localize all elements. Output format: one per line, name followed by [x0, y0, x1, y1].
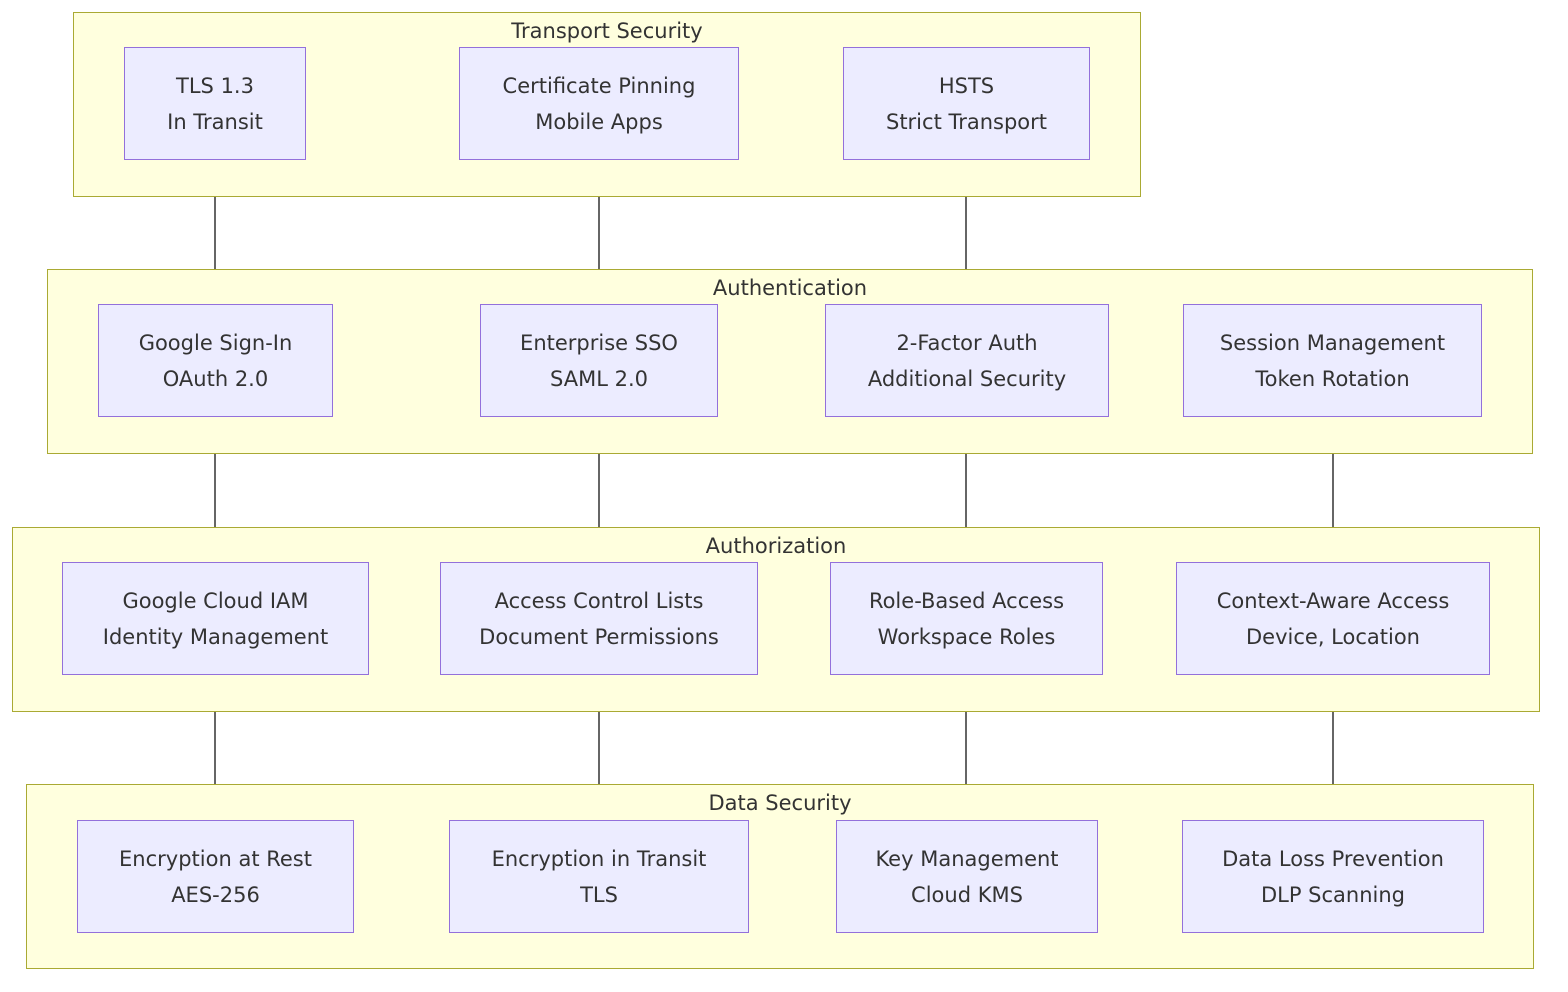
node-access-control-lists: Access Control Lists Document Permission…	[440, 562, 758, 675]
node-google-sign-in-line1: Google Sign-In	[138, 330, 293, 355]
node-context-aware-access-line1: Context-Aware Access	[1216, 588, 1450, 613]
group-title-data-security: Data Security	[708, 791, 852, 815]
node-role-based-access-line1: Role-Based Access	[868, 588, 1065, 613]
node-hsts-line2: Strict Transport	[885, 109, 1048, 134]
node-encryption-at-rest-line2: AES-256	[171, 882, 260, 907]
node-data-loss-prevention: Data Loss Prevention DLP Scanning	[1182, 820, 1484, 933]
node-data-loss-prevention-line2: DLP Scanning	[1260, 882, 1406, 907]
node-session-management-line1: Session Management	[1219, 330, 1446, 355]
node-encryption-at-rest-line1: Encryption at Rest	[119, 846, 312, 871]
node-context-aware-access-line2: Device, Location	[1246, 624, 1420, 649]
node-2-factor-auth-line1: 2-Factor Auth	[896, 330, 1038, 355]
node-role-based-access: Role-Based Access Workspace Roles	[830, 562, 1103, 675]
group-title-authentication: Authentication	[712, 276, 868, 300]
node-google-cloud-iam: Google Cloud IAM Identity Management	[62, 562, 369, 675]
node-2-factor-auth-line2: Additional Security	[867, 366, 1067, 391]
node-context-aware-access: Context-Aware Access Device, Location	[1176, 562, 1490, 675]
node-google-sign-in: Google Sign-In OAuth 2.0	[98, 304, 333, 417]
node-google-cloud-iam-line2: Identity Management	[102, 624, 329, 649]
node-data-loss-prevention-line1: Data Loss Prevention	[1222, 846, 1444, 871]
node-key-management: Key Management Cloud KMS	[836, 820, 1098, 933]
node-hsts: HSTS Strict Transport	[843, 47, 1090, 160]
node-google-sign-in-line2: OAuth 2.0	[162, 366, 269, 391]
node-enterprise-sso-line1: Enterprise SSO	[520, 330, 678, 355]
node-certificate-pinning-line1: Certificate Pinning	[502, 73, 696, 98]
group-title-transport: Transport Security	[511, 19, 703, 43]
node-encryption-in-transit: Encryption in Transit TLS	[449, 820, 749, 933]
node-key-management-line2: Cloud KMS	[911, 882, 1023, 907]
node-encryption-in-transit-line2: TLS	[580, 882, 618, 907]
node-role-based-access-line2: Workspace Roles	[877, 624, 1056, 649]
node-tls-1-3-line1: TLS 1.3	[176, 73, 254, 98]
node-2-factor-auth: 2-Factor Auth Additional Security	[825, 304, 1109, 417]
node-google-cloud-iam-line1: Google Cloud IAM	[122, 588, 309, 613]
node-enterprise-sso: Enterprise SSO SAML 2.0	[480, 304, 718, 417]
node-hsts-line1: HSTS	[938, 73, 995, 98]
node-encryption-in-transit-line1: Encryption in Transit	[491, 846, 707, 871]
node-key-management-line1: Key Management	[875, 846, 1059, 871]
node-tls-1-3-line2: In Transit	[167, 109, 263, 134]
node-certificate-pinning: Certificate Pinning Mobile Apps	[459, 47, 739, 160]
node-encryption-at-rest: Encryption at Rest AES-256	[77, 820, 354, 933]
node-session-management-line2: Token Rotation	[1255, 366, 1410, 391]
node-enterprise-sso-line2: SAML 2.0	[550, 366, 648, 391]
node-certificate-pinning-line2: Mobile Apps	[535, 109, 663, 134]
node-access-control-lists-line1: Access Control Lists	[494, 588, 704, 613]
node-tls-1-3: TLS 1.3 In Transit	[124, 47, 306, 160]
node-access-control-lists-line2: Document Permissions	[479, 624, 719, 649]
node-session-management: Session Management Token Rotation	[1183, 304, 1482, 417]
group-title-authorization: Authorization	[705, 534, 847, 558]
